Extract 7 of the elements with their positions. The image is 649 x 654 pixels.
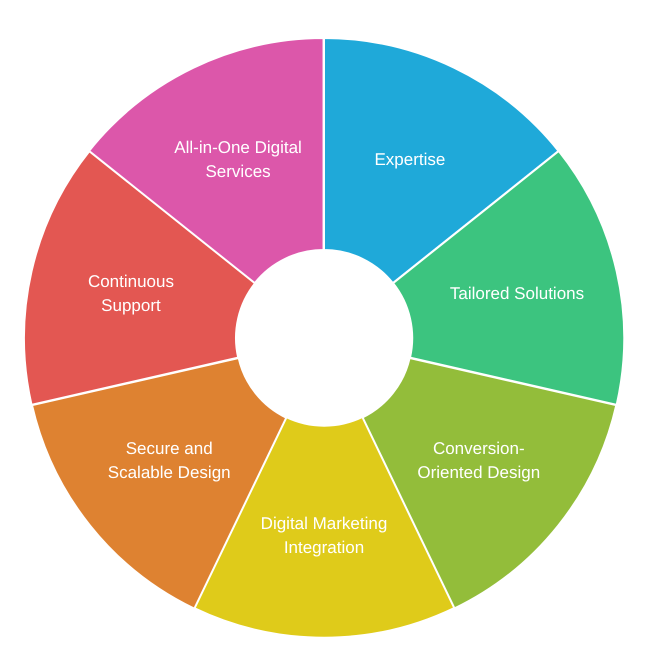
segment-label: All-in-One Digital Services (173, 136, 303, 183)
segment-label: Continuous Support (86, 270, 175, 317)
segment-label: Conversion-Oriented Design (416, 438, 542, 484)
segment-label: Tailored Solutions (448, 282, 586, 305)
segment-label: Expertise (373, 148, 446, 171)
segment-label: Secure and Scalable Design (106, 438, 232, 484)
segment-label: Digital Marketing Integration (260, 512, 388, 559)
